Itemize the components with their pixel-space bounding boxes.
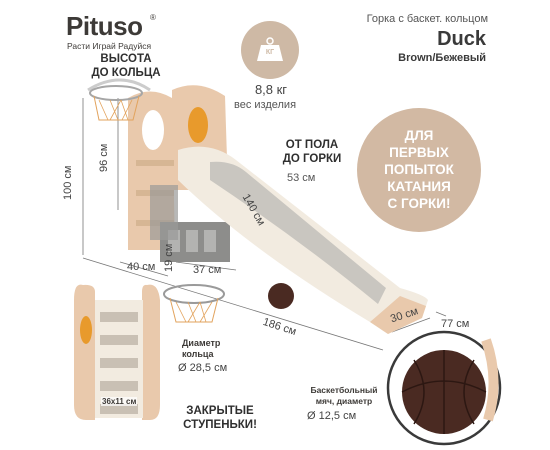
ball-inset bbox=[386, 330, 502, 446]
closed-steps-line1: ЗАКРЫТЫЕ bbox=[186, 405, 254, 417]
hoop-diameter-line2: кольца bbox=[182, 349, 214, 359]
slide-chute bbox=[178, 146, 428, 334]
brand-slogan: Расти Играй Радуйся bbox=[67, 41, 152, 51]
weight-value: 8,8 кг bbox=[254, 82, 288, 97]
total-width-label: 77 см bbox=[441, 318, 470, 330]
main-hoop bbox=[87, 78, 151, 121]
hoop-diameter-value: Ø 28,5 см bbox=[178, 362, 228, 374]
promo-line4: КАТАНИЯ bbox=[387, 179, 451, 194]
floor-line2: ДО ГОРКИ bbox=[282, 153, 342, 165]
step-width-line bbox=[175, 261, 237, 271]
weight-label: вес изделия bbox=[234, 99, 297, 111]
promo-line3: ПОПЫТОК bbox=[384, 162, 454, 177]
ball-line2: мяч, диаметр bbox=[315, 396, 373, 406]
closed-steps-label: ЗАКРЫТЫЕ СТУПЕНЬКИ! bbox=[172, 404, 268, 432]
floor-line1: ОТ ПОЛА bbox=[285, 139, 339, 151]
hoop-diameter-label: Диаметр кольца bbox=[182, 338, 220, 360]
base-depth-line bbox=[119, 261, 169, 277]
promo-line2: ПЕРВЫХ bbox=[389, 145, 449, 160]
product-subtitle: Горка с баскет. кольцом bbox=[366, 13, 488, 25]
closed-steps-line2: СТУПЕНЬКИ! bbox=[183, 419, 257, 431]
ball-diameter-value: Ø 12,5 см bbox=[307, 410, 357, 422]
hoop-height-line2: ДО КОЛЬЦА bbox=[91, 67, 161, 79]
hoop-diameter-line1: Диаметр bbox=[182, 338, 221, 348]
floor-to-slide-label: ОТ ПОЛА ДО ГОРКИ bbox=[262, 138, 362, 166]
step-height-label: 19 см bbox=[163, 243, 175, 272]
hoop-detail bbox=[163, 284, 225, 323]
promo-line5: С ГОРКИ! bbox=[387, 196, 451, 211]
promo-line1: ДЛЯ bbox=[404, 128, 434, 143]
weight-badge-text: КГ bbox=[265, 49, 275, 56]
product-model: Duck bbox=[437, 28, 486, 50]
total-length-line bbox=[82, 257, 384, 351]
registered-mark: ® bbox=[150, 13, 156, 22]
weight-icon bbox=[257, 37, 283, 61]
product-colorway: Brown/Бежевый bbox=[398, 52, 486, 64]
hoop-height-line1: ВЫСОТА bbox=[100, 53, 152, 65]
ball-diameter-label: Баскетбольный мяч, диаметр bbox=[297, 385, 391, 407]
promo-text: ДЛЯ ПЕРВЫХ ПОПЫТОК КАТАНИЯ С ГОРКИ! bbox=[357, 127, 481, 212]
ball-small bbox=[268, 283, 294, 309]
height-total-label: 100 см bbox=[62, 165, 74, 200]
brand-logo: Pituso bbox=[66, 11, 143, 41]
height-hoop-label: 96 см bbox=[98, 143, 110, 172]
floor-to-slide-value: 53 см bbox=[287, 172, 316, 184]
hoop-height-label: ВЫСОТА ДО КОЛЬЦА bbox=[78, 52, 174, 80]
step-width-label: 37 см bbox=[193, 264, 222, 276]
step-size-label: 36x11 см bbox=[101, 397, 138, 406]
total-width-line bbox=[435, 311, 447, 317]
slide-width-line bbox=[391, 317, 431, 333]
base-depth-label: 40 см bbox=[127, 261, 156, 273]
ball-line1: Баскетбольный bbox=[310, 385, 378, 395]
promo-badge bbox=[357, 108, 481, 232]
